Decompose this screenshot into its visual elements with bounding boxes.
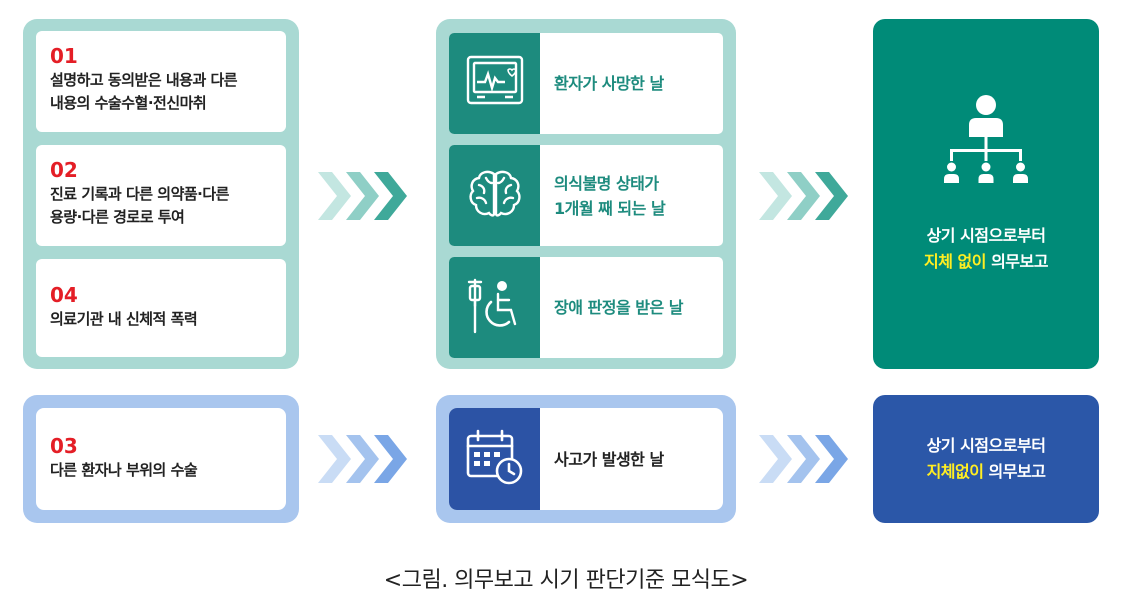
event-icon-box [449, 257, 540, 358]
criteria-text: 용량·다른 경로로 투여 [50, 208, 185, 226]
calendar-clock-icon [465, 428, 525, 490]
criteria-card-02: 02 진료 기록과 다른 의약품·다른 용량·다른 경로로 투여 [36, 145, 286, 246]
chevron-arrows-icon [318, 435, 412, 483]
report-result-blue: 상기 시점으로부터 지체없이 의무보고 [873, 395, 1099, 523]
criteria-text: 내용의 수술수혈·전신마취 [50, 94, 207, 112]
criteria-card-03: 03 다른 환자나 부위의 수술 [36, 408, 286, 510]
vital-monitor-icon [465, 54, 525, 114]
chevron-arrows-icon [759, 435, 853, 483]
figure-caption: <그림. 의무보고 시기 판단기준 모식도> [383, 568, 749, 593]
criteria-number: 01 [50, 44, 78, 68]
result-highlight: 지체 없이 [924, 252, 986, 271]
result-line2: 지체없이 의무보고 [927, 459, 1046, 485]
criteria-text: 다른 환자나 부위의 수술 [50, 461, 198, 479]
event-text: 사고가 발생한 날 [554, 449, 664, 469]
criteria-card-04: 04 의료기관 내 신체적 폭력 [36, 259, 286, 357]
event-text: 장애 판정을 받은 날 [554, 298, 683, 317]
event-icon-box [449, 145, 540, 246]
report-result-green: 상기 시점으로부터 지체 없이 의무보고 [873, 19, 1099, 369]
criteria-text: 설명하고 동의받은 내용과 다른 [50, 71, 238, 89]
criteria-text: 의료기관 내 신체적 폭력 [50, 310, 198, 328]
event-card-accident: 사고가 발생한 날 [449, 408, 723, 510]
org-chart-people-icon [940, 93, 1032, 197]
event-icon-box [449, 408, 540, 510]
event-text: 의식불명 상태가 1개월 째 되는 날 [554, 173, 666, 218]
result-rest: 의무보고 [983, 462, 1046, 481]
event-text: 환자가 사망한 날 [554, 74, 664, 93]
criteria-card-01: 01 설명하고 동의받은 내용과 다른 내용의 수술수혈·전신마취 [36, 31, 286, 132]
result-highlight: 지체없이 [926, 462, 984, 481]
chevron-arrows-icon [318, 172, 412, 220]
criteria-text: 진료 기록과 다른 의약품·다른 [50, 185, 229, 203]
event-card-death: 환자가 사망한 날 [449, 33, 723, 134]
event-card-disability: 장애 판정을 받은 날 [449, 257, 723, 358]
brain-icon [466, 168, 524, 224]
chevron-arrows-icon [759, 172, 853, 220]
event-card-unconscious: 의식불명 상태가 1개월 째 되는 날 [449, 145, 723, 246]
wheelchair-iv-icon [465, 276, 525, 340]
criteria-number: 04 [50, 283, 78, 307]
result-rest: 의무보고 [986, 252, 1048, 271]
criteria-number: 03 [50, 434, 78, 458]
event-icon-box [449, 33, 540, 134]
result-line2: 지체 없이 의무보고 [924, 249, 1048, 275]
result-line1: 상기 시점으로부터 [926, 226, 1046, 245]
criteria-number: 02 [50, 158, 78, 182]
result-line1: 상기 시점으로부터 [926, 436, 1046, 455]
